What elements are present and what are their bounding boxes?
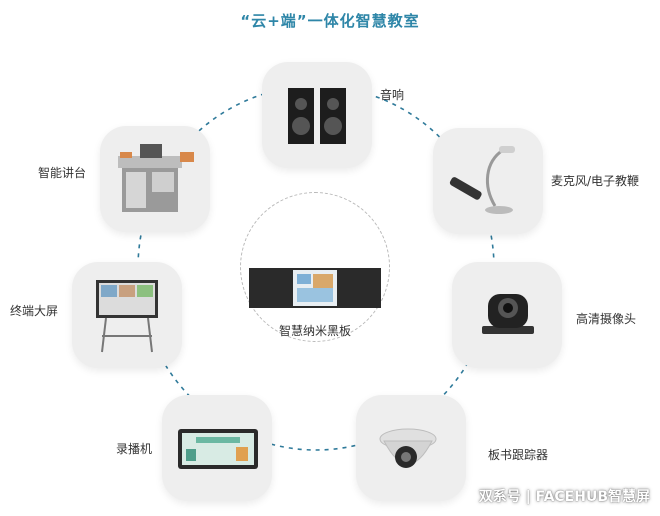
node-label-display-stand: 终端大屏 xyxy=(10,304,59,318)
dome-camera-icon xyxy=(379,428,437,468)
node-label-smart-podium: 智能讲台 xyxy=(38,166,87,180)
page-title: “云+端”一体化智慧教室 xyxy=(240,12,420,30)
display-stand-icon xyxy=(96,280,158,353)
microphone-icon xyxy=(449,146,515,214)
node-dome-camera xyxy=(356,395,466,501)
center-circle xyxy=(240,192,390,342)
node-display-stand xyxy=(72,262,182,368)
node-ptz-camera xyxy=(452,262,562,368)
node-recorder xyxy=(162,395,272,501)
smart-podium-icon xyxy=(118,144,194,212)
node-label-speakers: 音响 xyxy=(380,88,405,102)
node-label-microphone: 麦克风/电子教鞭 xyxy=(551,174,640,188)
center-label: 智慧纳米黑板 xyxy=(278,324,351,338)
node-smart-podium xyxy=(100,126,210,232)
watermark: 双系号 | FACEHUB智慧屏 xyxy=(478,489,650,505)
node-label-dome-camera: 板书跟踪器 xyxy=(488,448,549,462)
node-label-recorder: 录播机 xyxy=(116,442,153,456)
ptz-camera-icon xyxy=(482,294,534,334)
node-label-ptz-camera: 高清摄像头 xyxy=(576,312,637,326)
node-microphone xyxy=(433,128,543,234)
node-speakers xyxy=(262,62,372,168)
smart-blackboard-icon xyxy=(249,268,381,308)
speakers-icon xyxy=(288,88,346,144)
recorder-tablet-icon xyxy=(178,429,258,469)
